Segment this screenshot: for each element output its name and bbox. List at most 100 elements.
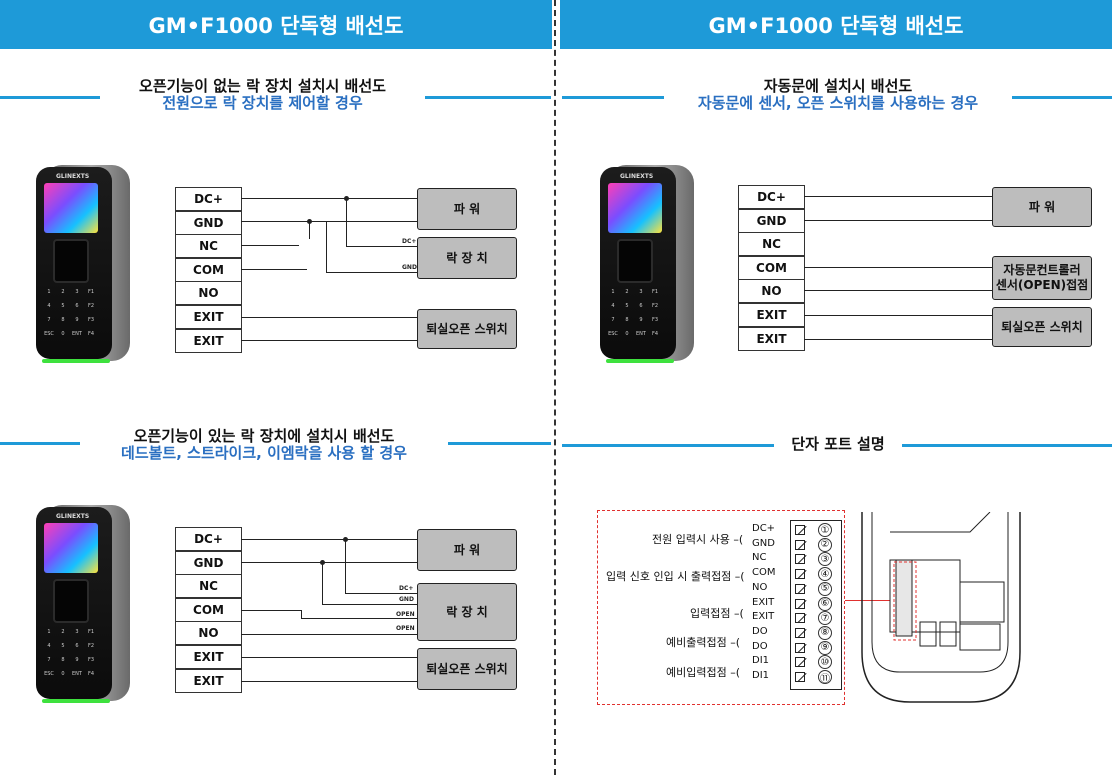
terminal-label: NC [175, 234, 242, 259]
section-title: 오픈기능이 없는 락 장치 설치시 배선도 [139, 77, 386, 95]
fingerprint-sensor [617, 239, 653, 283]
terminal-frame [790, 520, 842, 690]
pin-number: ① [818, 523, 832, 537]
power-box: 파 워 [992, 187, 1092, 227]
terminal-label: EXIT [738, 326, 805, 351]
keypad-key: 6 [75, 303, 79, 309]
section-1-title: 오픈기능이 없는 락 장치 설치시 배선도 전원으로 락 장치를 제어할 경우 [100, 78, 425, 112]
pin-label: COM [752, 567, 776, 579]
keypad-key: 6 [639, 303, 643, 309]
pin-number: ⑪ [818, 670, 832, 685]
exit-switch-box: 퇴실오픈 스위치 [417, 309, 517, 349]
pin-label: EXIT [752, 596, 775, 608]
keypad-key: 2 [61, 289, 65, 295]
fingerprint-sensor [53, 239, 89, 283]
keypad-key: 9 [75, 317, 79, 323]
terminal-label: GND [175, 550, 242, 575]
terminal-label: NC [738, 232, 805, 257]
power-box: 파 워 [417, 529, 517, 571]
pin-label: GND [752, 537, 775, 549]
section-4-title: 단자 포트 설명 [774, 436, 902, 453]
port-detail-box [597, 510, 845, 705]
terminal-label: COM [175, 597, 242, 622]
board-illustration [861, 512, 1021, 703]
keypad-key: 6 [75, 643, 79, 649]
port-group-label: 입력 신호 인입 시 출력접점 –( [606, 570, 745, 584]
terminal-label: NO [738, 279, 805, 304]
section-subtitle: 전원으로 락 장치를 제어할 경우 [162, 94, 363, 112]
keypad-key: 1 [47, 289, 51, 295]
device-screen [44, 523, 98, 573]
pin-screw [795, 627, 805, 638]
keypad-key: 3 [75, 289, 79, 295]
keypad-key: 4 [47, 643, 51, 649]
banner-right: GM•F1000 단독형 배선도 [560, 0, 1112, 49]
section-3-title: 오픈기능이 있는 락 장치에 설치시 배선도 데드볼트, 스트라이크, 이엠락을… [80, 428, 448, 462]
lock-box: 락 장 치 [417, 583, 517, 641]
keypad-key: 2 [61, 629, 65, 635]
keypad-key: ENT [72, 671, 82, 677]
terminal-label: EXIT [738, 303, 805, 327]
keypad-key: F1 [87, 629, 95, 635]
status-led [606, 359, 674, 363]
pin-screw [795, 598, 805, 609]
section-subtitle: 데드볼트, 스트라이크, 이엠락을 사용 할 경우 [121, 444, 407, 462]
terminal-label: GND [738, 208, 805, 233]
device-screen [44, 183, 98, 233]
section-subtitle: 자동문에 센서, 오픈 스위치를 사용하는 경우 [697, 94, 979, 112]
door-controller-line: 자동문컨트롤러 [1003, 263, 1081, 277]
exit-switch-box: 퇴실오픈 스위치 [992, 307, 1092, 347]
terminal-label: COM [738, 255, 805, 280]
device-logo: GLINEXTS [56, 513, 90, 520]
lock-box: 락 장 치 [417, 237, 517, 279]
keypad-key: F2 [87, 303, 95, 309]
pin-label: DI1 [752, 670, 770, 681]
terminal-label: GND [175, 210, 242, 235]
keypad-key: ENT [72, 331, 82, 337]
terminal-label: NO [175, 281, 242, 306]
pin-label: NC [752, 552, 767, 564]
keypad-key: F2 [651, 303, 659, 309]
keypad-key: 0 [625, 331, 629, 337]
section-bar [0, 96, 100, 99]
door-controller-line: 센서(OPEN)접점 [995, 278, 1089, 292]
section-bar [0, 442, 80, 445]
power-box: 파 워 [417, 188, 517, 230]
wire-tag: GND [402, 264, 417, 271]
keypad-key: ESC [44, 671, 54, 677]
wire-tag: DC+ [402, 238, 417, 245]
keypad-key: F3 [87, 657, 95, 663]
keypad-key: 8 [625, 317, 629, 323]
terminal-label: EXIT [175, 305, 242, 329]
keypad-key: 5 [625, 303, 629, 309]
exit-switch-box: 퇴실오픈 스위치 [417, 648, 517, 690]
port-group-label: 예비입력접점 –( [666, 665, 741, 679]
pin-number: ⑦ [818, 611, 832, 626]
center-divider [554, 0, 556, 775]
banner-left: GM•F1000 단독형 배선도 [0, 0, 552, 49]
fingerprint-sensor [53, 579, 89, 623]
keypad-key: F4 [87, 671, 95, 677]
section-2-title: 자동문에 설치시 배선도 자동문에 센서, 오픈 스위치를 사용하는 경우 [664, 78, 1012, 112]
section-title: 오픈기능이 있는 락 장치에 설치시 배선도 [133, 427, 395, 445]
terminal-label: EXIT [175, 645, 242, 669]
keypad-key: 8 [61, 317, 65, 323]
device-logo: GLINEXTS [56, 173, 90, 180]
pin-label: DI1 [752, 655, 770, 667]
keypad-key: F3 [651, 317, 659, 323]
wire-tag: OPEN [396, 625, 415, 632]
keypad-key: 4 [611, 303, 615, 309]
pin-label: DC+ [752, 523, 776, 534]
wire-tag: OPEN [396, 611, 415, 618]
terminal-label: NO [175, 621, 242, 646]
status-led [42, 699, 110, 703]
keypad-key: 3 [75, 629, 79, 635]
pin-number: ④ [818, 567, 832, 582]
keypad-key: ESC [608, 331, 618, 337]
keypad-key: 2 [625, 289, 629, 295]
keypad-key: F1 [87, 289, 95, 295]
pin-number: ⑧ [818, 625, 832, 640]
